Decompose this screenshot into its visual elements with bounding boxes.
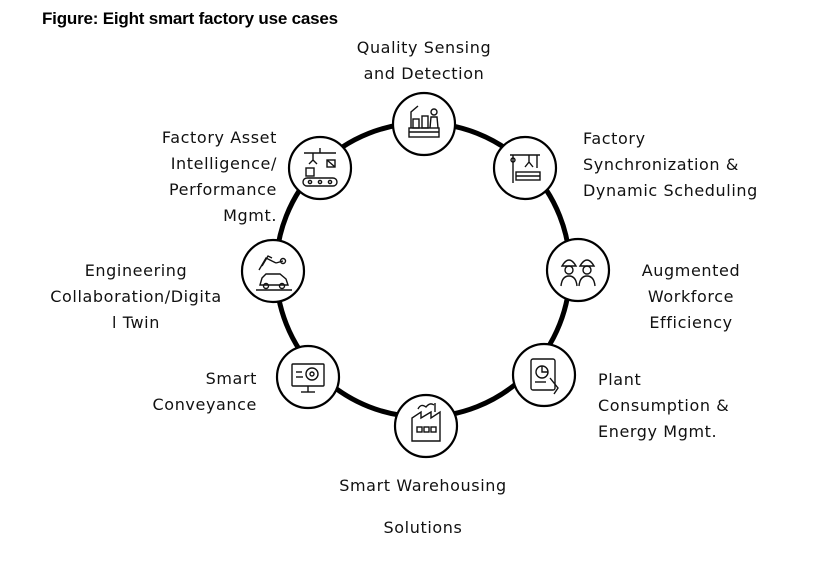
label-line: Collaboration/Digita xyxy=(50,287,222,306)
use-case-label: Augmented Workforce Efficiency xyxy=(626,258,756,336)
label-line: Plant xyxy=(598,370,642,389)
use-case-label: Smart Warehousing Solutions xyxy=(313,473,533,541)
robot-arm-car-icon xyxy=(256,255,292,291)
use-case-node xyxy=(275,344,341,410)
robotic-inspection-icon xyxy=(408,105,440,138)
label-line: Smart Warehousing xyxy=(339,476,507,495)
use-case-label: Quality Sensing and Detection xyxy=(333,35,515,87)
use-case-label: Smart Conveyance xyxy=(150,366,257,418)
label-line: and Detection xyxy=(363,64,485,83)
label-line: Factory Asset xyxy=(161,128,277,147)
label-line: l Twin xyxy=(112,313,160,332)
use-case-label: Factory Synchronization & Dynamic Schedu… xyxy=(583,126,758,204)
factory-building-icon xyxy=(411,403,441,442)
label-line: Factory xyxy=(583,129,646,148)
label-line: Energy Mgmt. xyxy=(598,422,718,441)
label-line: Conveyance xyxy=(152,395,257,414)
tablet-analytics-icon xyxy=(530,358,559,395)
use-case-node xyxy=(511,342,577,408)
label-line: Workforce xyxy=(647,287,735,306)
label-line-gap xyxy=(313,499,533,515)
label-line: Augmented xyxy=(641,261,741,280)
use-case-label: Factory Asset Intelligence/ Performance … xyxy=(118,125,277,229)
use-case-node xyxy=(391,91,457,157)
figure-title: Figure: Eight smart factory use cases xyxy=(42,9,338,28)
crane-conveyor-icon xyxy=(302,148,338,187)
use-case-node xyxy=(492,135,558,201)
label-line: Engineering xyxy=(84,261,188,280)
use-case-label: Plant Consumption & Energy Mgmt. xyxy=(598,367,729,445)
label-line: Performance xyxy=(169,180,277,199)
label-line: Consumption & xyxy=(598,396,730,415)
monitor-gear-icon xyxy=(291,363,325,393)
label-line: Quality Sensing xyxy=(356,38,492,57)
use-case-node xyxy=(240,238,306,304)
workers-hardhat-icon xyxy=(560,259,596,287)
label-line: Solutions xyxy=(383,518,463,537)
label-line: Synchronization & xyxy=(583,155,739,174)
robot-arm-assembly-icon xyxy=(510,154,541,183)
label-line: Efficiency xyxy=(649,313,733,332)
label-line: Smart xyxy=(205,369,257,388)
use-case-node xyxy=(393,393,459,459)
use-case-node xyxy=(545,237,611,303)
use-case-node xyxy=(287,135,353,201)
label-line: Intelligence/ xyxy=(170,154,277,173)
label-line: Mgmt. xyxy=(223,206,277,225)
label-line: Dynamic Scheduling xyxy=(583,181,758,200)
use-case-label: Engineering Collaboration/Digita l Twin xyxy=(26,258,246,336)
